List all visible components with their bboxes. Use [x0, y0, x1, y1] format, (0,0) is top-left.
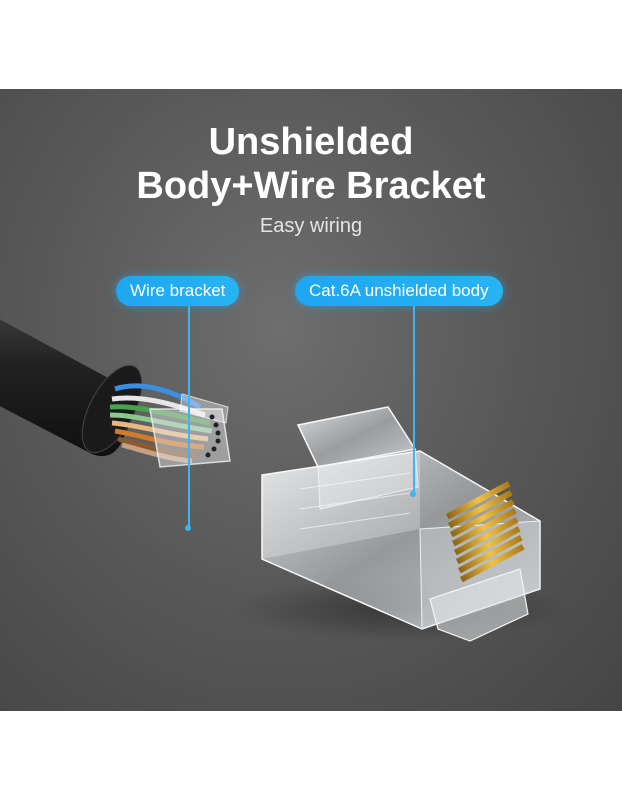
headline-line-2: Body+Wire Bracket: [136, 165, 486, 207]
product-illustration: [0, 319, 570, 642]
wire-bracket-leader-dot: [185, 525, 191, 531]
product-image-panel: Unshielded Body+Wire Bracket Easy wiring…: [0, 89, 622, 711]
unshielded-body-leader-dot: [410, 491, 416, 497]
headline-line-1: Unshielded: [208, 121, 414, 163]
rj45-connector-icon: [230, 406, 570, 642]
wire-bracket-leader-line: [188, 306, 190, 528]
unshielded-body-leader-line: [413, 306, 415, 494]
unshielded-body-callout: Cat.6A unshielded body: [295, 276, 503, 306]
subtitle: Easy wiring: [259, 215, 363, 237]
ethernet-cable-icon: [0, 319, 213, 464]
wire-bracket-callout: Wire bracket: [116, 276, 240, 306]
wire-bracket-icon: [149, 393, 231, 468]
